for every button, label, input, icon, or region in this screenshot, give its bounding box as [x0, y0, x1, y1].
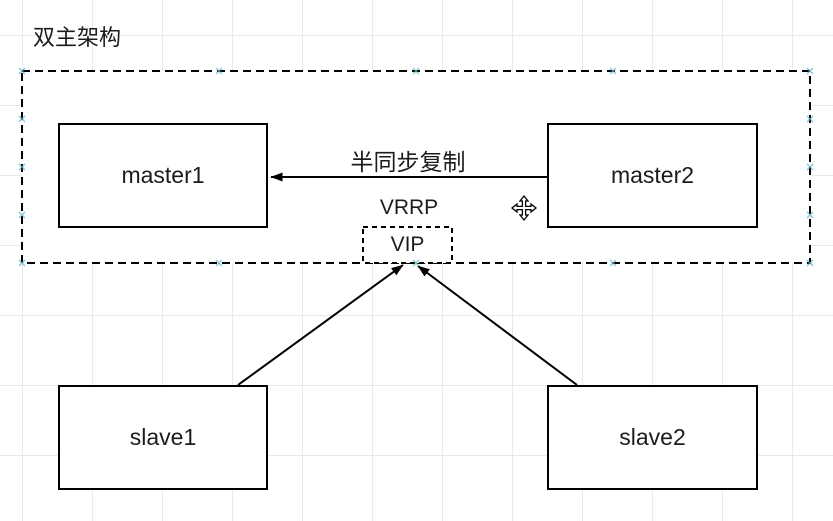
connection-point-icon	[215, 67, 223, 75]
node-slave1[interactable]: slave1	[58, 385, 268, 490]
connection-point-icon	[18, 115, 26, 123]
connection-points	[18, 67, 814, 267]
vip-node-box[interactable]	[362, 226, 453, 264]
connection-point-icon	[215, 259, 223, 267]
connection-point-icon	[609, 67, 617, 75]
connection-point-icon	[18, 163, 26, 171]
node-master2[interactable]: master2	[547, 123, 758, 228]
connection-point-icon	[412, 67, 420, 75]
node-vip-label: VIP	[390, 233, 425, 256]
edge-slave1-to-vip[interactable]	[237, 264, 404, 386]
connection-point-icon	[18, 259, 26, 267]
replication-edge-label[interactable]: 半同步复制	[350, 149, 466, 175]
node-slave1-label: slave1	[129, 424, 197, 450]
move-cursor-icon	[510, 194, 538, 222]
connection-point-icon	[806, 211, 814, 219]
connection-point-icon	[806, 259, 814, 267]
connection-point-icon	[806, 163, 814, 171]
connection-point-icon	[609, 259, 617, 267]
connection-point-icon	[412, 259, 420, 267]
connection-point-icon	[18, 67, 26, 75]
vrrp-text[interactable]: VRRP	[379, 196, 439, 219]
node-master2-label: master2	[610, 162, 695, 188]
connection-point-icon	[806, 115, 814, 123]
connection-point-icon	[18, 211, 26, 219]
diagram-title[interactable]: 双主架构	[33, 25, 122, 50]
node-master1-label: master1	[121, 162, 205, 188]
node-slave2[interactable]: slave2	[547, 385, 758, 490]
node-master1[interactable]: master1	[58, 123, 268, 228]
edge-slave2-to-vip[interactable]	[417, 265, 578, 386]
connection-point-icon	[806, 67, 814, 75]
node-slave2-label: slave2	[619, 424, 686, 450]
